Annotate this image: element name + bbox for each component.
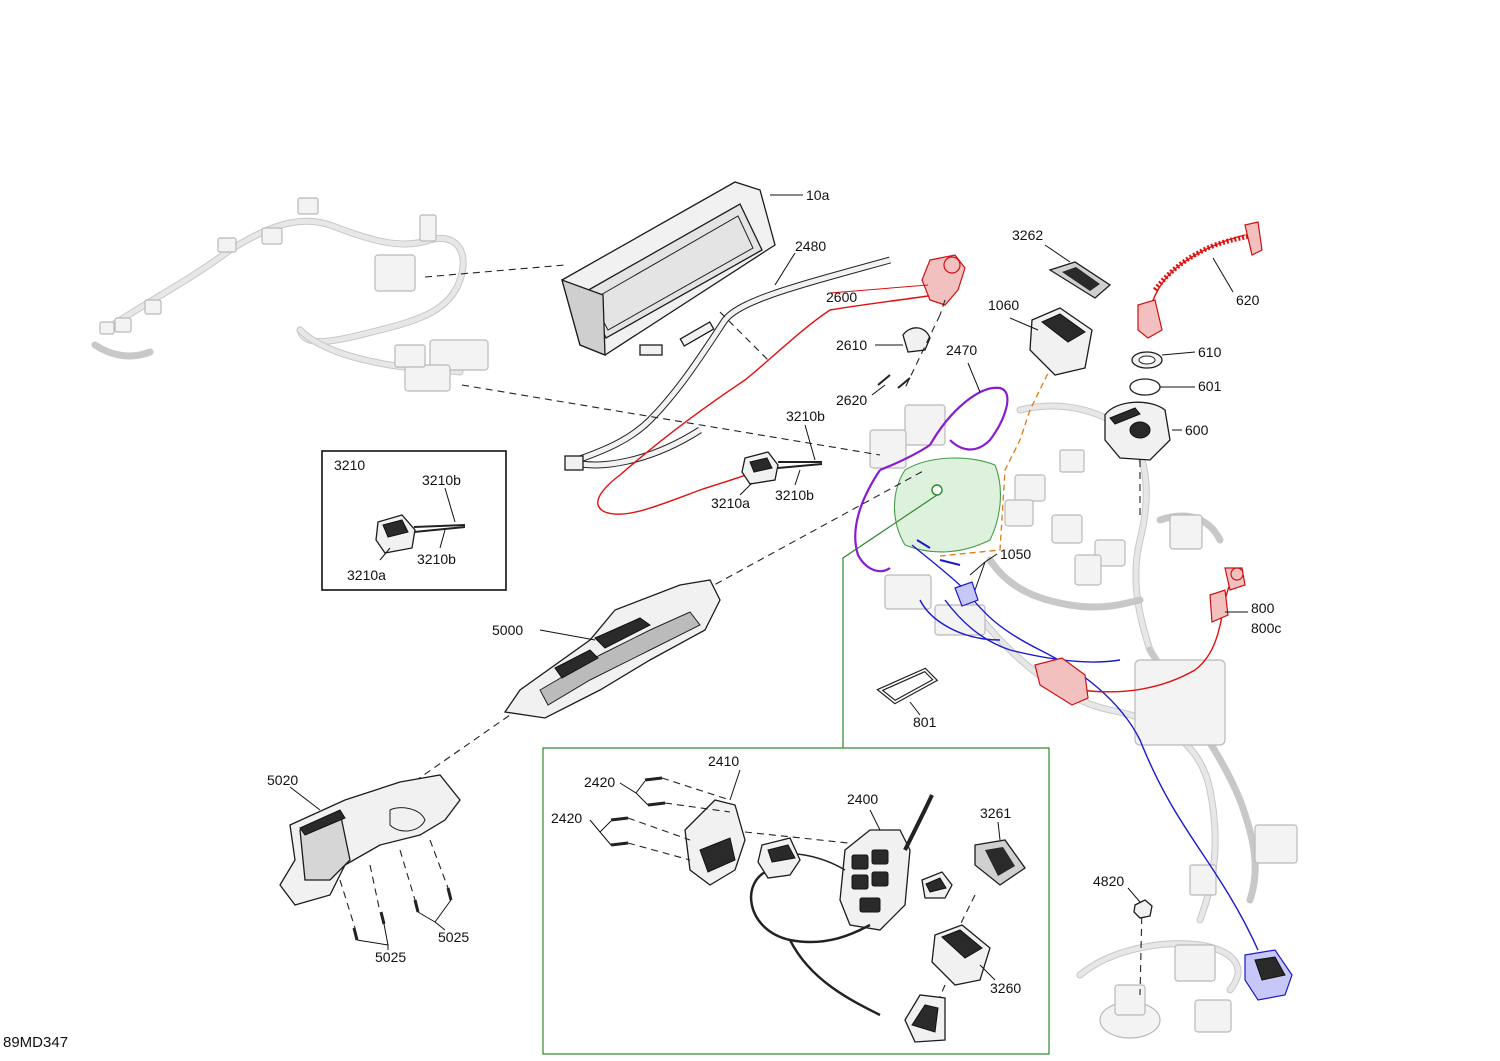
callout-1060: 1060 (988, 297, 1019, 313)
inset-3210-callout-3210a: 3210a (347, 567, 386, 583)
harness-1050: 1050 (911, 539, 1293, 1001)
callout-10a: 10a (806, 187, 830, 203)
clip-2610: 2610 (836, 314, 941, 389)
inset-3210: 3210 3210b 3210b 3210a (321, 450, 507, 591)
nut-4820: 4820 (1093, 873, 1153, 919)
blank-3262: 3262 (1012, 227, 1112, 299)
routing-1060 (939, 364, 1053, 557)
inset-3210-title: 3210 (334, 457, 365, 473)
callout-2620: 2620 (836, 392, 867, 408)
ring-610: 610 (1131, 344, 1222, 369)
sensor-2600: 2600 (597, 254, 966, 515)
lanyard-620: 620 (1137, 221, 1263, 339)
assembly-lines (394, 264, 1143, 996)
callout-801: 801 (913, 714, 937, 730)
gauge-cluster-10a: 10a (561, 181, 830, 356)
callout-2400: 2400 (847, 791, 878, 807)
inset-3210-callout-3210b-bottom: 3210b (417, 551, 456, 567)
callout-4820: 4820 (1093, 873, 1124, 889)
callout-2610: 2610 (836, 337, 867, 353)
ghost-harness-left (91, 197, 489, 392)
callout-5025-lower: 5025 (375, 949, 406, 965)
module-5000: 5000 (492, 579, 721, 719)
inset-2400: 2410 2420 2420 2400 (542, 747, 1050, 1055)
callout-2420-lower: 2420 (551, 810, 582, 826)
callout-600: 600 (1185, 422, 1209, 438)
callout-610: 610 (1198, 344, 1222, 360)
gasket-801: 801 (876, 667, 939, 730)
callout-2410: 2410 (708, 753, 739, 769)
callout-3260: 3260 (990, 980, 1021, 996)
callout-2480: 2480 (795, 238, 826, 254)
callout-3210a: 3210a (711, 495, 750, 511)
callout-2600: 2600 (826, 289, 857, 305)
ignition-600: 600 (1104, 401, 1209, 461)
callout-601: 601 (1198, 378, 1222, 394)
callout-800: 800 (1251, 600, 1275, 616)
highlight-2400-group (842, 457, 1001, 748)
harness-2480: 2480 (564, 238, 891, 471)
callout-5000: 5000 (492, 622, 523, 638)
callout-5020: 5020 (267, 772, 298, 788)
callout-2420-upper: 2420 (584, 774, 615, 790)
bracket-5020: 5020 (267, 772, 461, 929)
callout-3262: 3262 (1012, 227, 1043, 243)
callout-5025-right: 5025 (438, 929, 469, 945)
callout-800c: 800c (1251, 620, 1281, 636)
ghost-harness-main (869, 402, 1298, 1039)
switch-1060: 1060 (988, 297, 1093, 376)
screws-2620: 2620 (836, 374, 911, 408)
washer-601: 601 (1129, 378, 1222, 396)
callout-3210b-lower: 3210b (775, 487, 814, 503)
callout-620: 620 (1236, 292, 1260, 308)
callout-1050: 1050 (1000, 546, 1031, 562)
cable-800: 800 800c (1034, 567, 1281, 706)
callout-2470: 2470 (946, 342, 977, 358)
callout-3261: 3261 (980, 805, 1011, 821)
connector-3210-main: 3210b 3210a 3210b (711, 408, 825, 511)
harness-2470 (854, 362, 1009, 573)
drawing-id: 89MD347 (3, 1034, 68, 1051)
screws-5025: 5025 5025 (352, 887, 469, 965)
inset-3210-callout-3210b-top: 3210b (422, 472, 461, 488)
callout-3210b-upper: 3210b (786, 408, 825, 424)
